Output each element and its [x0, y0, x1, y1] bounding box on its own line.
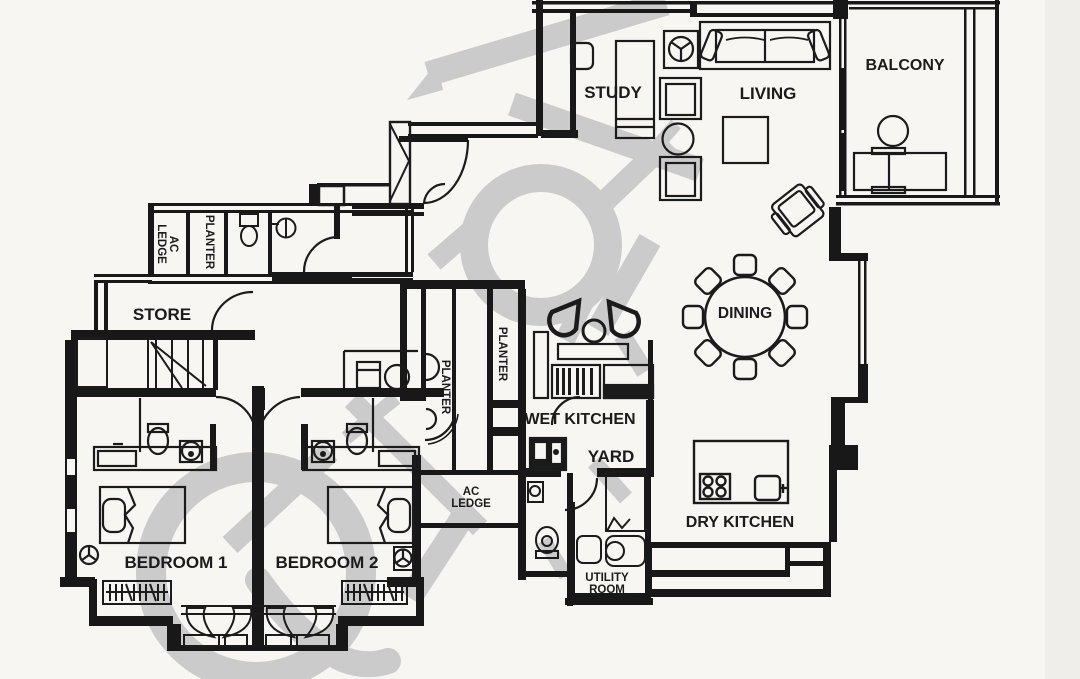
svg-text:DRY KITCHEN: DRY KITCHEN: [686, 514, 794, 531]
svg-text:UTILITY: UTILITY: [585, 572, 629, 584]
svg-text:PLANTER: PLANTER: [496, 327, 508, 382]
svg-text:ROOM: ROOM: [589, 584, 625, 596]
svg-text:BEDROOM 2: BEDROOM 2: [276, 553, 379, 572]
svg-text:WET KITCHEN: WET KITCHEN: [524, 411, 635, 428]
svg-text:YARD: YARD: [588, 447, 635, 466]
svg-text:LIVING: LIVING: [740, 84, 797, 103]
svg-text:AC: AC: [463, 486, 480, 498]
svg-text:PLANTER: PLANTER: [439, 360, 451, 415]
svg-text:LEDGE: LEDGE: [451, 498, 491, 510]
svg-text:AC: AC: [167, 236, 179, 253]
svg-text:BEDROOM 1: BEDROOM 1: [125, 553, 228, 572]
svg-text:PLANTER: PLANTER: [203, 215, 215, 270]
svg-text:LEDGE: LEDGE: [155, 224, 167, 264]
svg-text:STORE: STORE: [133, 305, 191, 324]
svg-text:STUDY: STUDY: [584, 83, 642, 102]
svg-text:BALCONY: BALCONY: [865, 57, 944, 74]
svg-text:DINING: DINING: [718, 305, 772, 322]
